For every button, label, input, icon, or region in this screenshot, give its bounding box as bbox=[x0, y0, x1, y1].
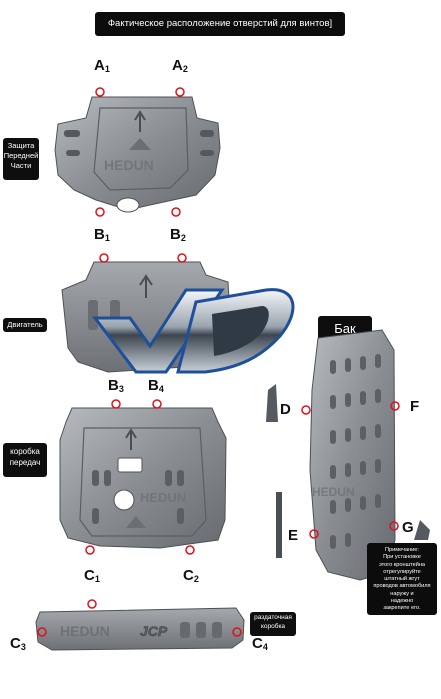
gearbox-guard-plate: HEDUN bbox=[59, 407, 227, 549]
vjd-emblem bbox=[91, 288, 295, 374]
point-b1-index: 1 bbox=[104, 233, 110, 243]
title-banner: Фактическое расположение отверстий для в… bbox=[95, 12, 345, 36]
point-a2: A2 bbox=[172, 58, 188, 75]
point-b2-letter: B bbox=[170, 226, 181, 243]
front-guard-label-line: Защита bbox=[7, 141, 35, 150]
point-c1-letter: C bbox=[84, 567, 95, 584]
front-guard-label-line: Части bbox=[10, 161, 32, 171]
bracket-e bbox=[276, 492, 282, 558]
point-d-letter: D bbox=[280, 401, 291, 418]
front-guard-label-line: Передней bbox=[3, 151, 39, 161]
point-b2-index: 2 bbox=[180, 233, 186, 243]
installation-note: Примечание: При установке этого кронштей… bbox=[367, 543, 437, 615]
point-c3-index: 3 bbox=[20, 642, 26, 652]
point-c4-index: 4 bbox=[262, 642, 268, 652]
point-c3: C3 bbox=[10, 636, 26, 653]
transfer-case-label-line: коробка bbox=[260, 622, 286, 630]
point-c3-letter: C bbox=[10, 635, 21, 652]
point-b3-letter: B bbox=[108, 377, 119, 394]
bracket-g bbox=[414, 520, 430, 540]
gearbox-label-line: передач bbox=[9, 457, 41, 467]
point-a2-letter: A bbox=[172, 57, 183, 74]
point-g-letter: G bbox=[402, 519, 414, 536]
point-b4-letter: B bbox=[148, 377, 159, 394]
point-f-letter: F bbox=[410, 398, 420, 415]
gearbox-label-line: коробка bbox=[10, 447, 40, 456]
note-line: наружу и bbox=[390, 590, 414, 597]
note-line: штатный жгут bbox=[384, 576, 420, 583]
svg-text:HEDUN: HEDUN bbox=[60, 623, 110, 639]
note-line: отрегулируйте bbox=[383, 568, 421, 575]
point-c2: C2 bbox=[183, 568, 199, 585]
point-c1: C1 bbox=[84, 568, 100, 585]
point-e: E bbox=[288, 528, 298, 543]
note-line: надежно bbox=[390, 597, 414, 604]
note-line: этого кронштейна bbox=[378, 561, 426, 568]
point-b2: B2 bbox=[170, 227, 186, 244]
point-e-letter: E bbox=[288, 527, 299, 544]
point-a1: A1 bbox=[94, 58, 110, 75]
front-guard-plate: HEDUN bbox=[54, 96, 221, 213]
transfer-case-label: раздаточная коробка bbox=[250, 612, 296, 636]
mount-markers bbox=[37, 87, 400, 637]
note-line: При установке bbox=[383, 554, 421, 561]
point-b1-letter: B bbox=[94, 226, 105, 243]
point-a1-index: 1 bbox=[104, 64, 110, 74]
svg-text:JCP: JCP bbox=[140, 623, 168, 639]
point-d: D bbox=[280, 402, 291, 417]
point-a1-letter: A bbox=[94, 57, 105, 74]
note-line: Примечание: bbox=[385, 547, 419, 553]
engine-label: Двигатель bbox=[3, 318, 47, 332]
bracket-d bbox=[266, 384, 278, 422]
point-b4: B4 bbox=[148, 378, 164, 395]
point-b1: B1 bbox=[94, 227, 110, 244]
point-g: G bbox=[402, 520, 414, 535]
gearbox-label: коробка передач bbox=[3, 443, 47, 477]
point-b3: B3 bbox=[108, 378, 124, 395]
note-line: закрепите его. bbox=[383, 605, 421, 612]
svg-text:HEDUN: HEDUN bbox=[104, 157, 154, 173]
point-b4-index: 4 bbox=[158, 384, 164, 394]
svg-text:HEDUN: HEDUN bbox=[140, 490, 186, 505]
transfer-case-guard-plate: HEDUN JCP bbox=[35, 607, 245, 651]
transfer-case-label-line: раздаточная bbox=[254, 614, 292, 621]
point-c2-index: 2 bbox=[193, 574, 199, 584]
point-c1-index: 1 bbox=[94, 574, 100, 584]
point-f: F bbox=[410, 399, 419, 414]
point-c4: C4 bbox=[252, 636, 268, 653]
point-b3-index: 3 bbox=[118, 384, 124, 394]
tank-guard-plate: HEDUN bbox=[309, 329, 396, 581]
front-guard-label: Защита Передней Части bbox=[3, 138, 39, 180]
point-c2-letter: C bbox=[183, 567, 194, 584]
note-line: проводов автомобиля bbox=[373, 583, 431, 590]
svg-text:HEDUN: HEDUN bbox=[312, 485, 355, 499]
point-a2-index: 2 bbox=[182, 64, 188, 74]
point-c4-letter: C bbox=[252, 635, 263, 652]
